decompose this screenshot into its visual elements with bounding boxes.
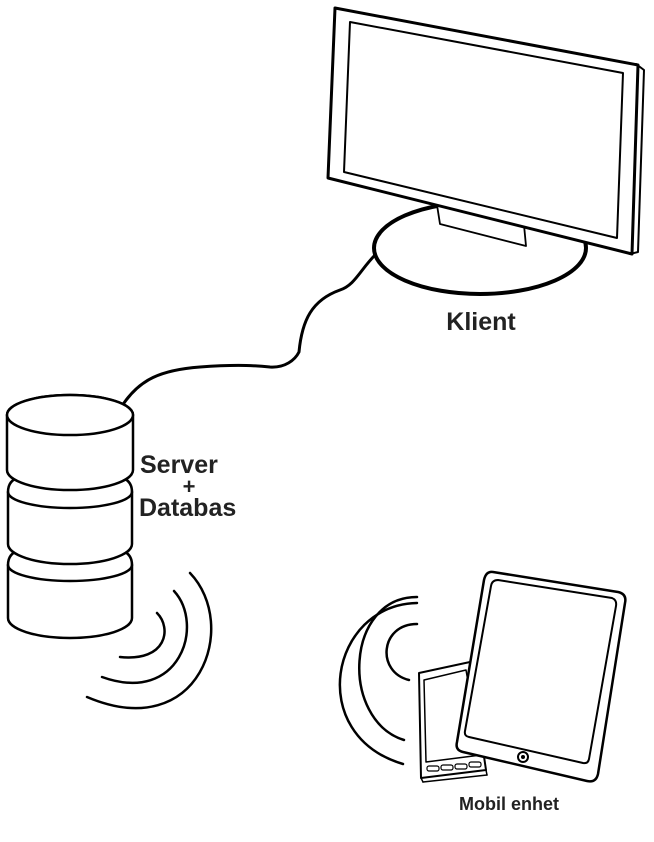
client-label: Klient xyxy=(446,308,516,336)
server-wave-small xyxy=(118,611,166,659)
mobile-wave-small xyxy=(385,622,419,682)
database-label: Databas xyxy=(139,494,236,522)
mobile-wave-large-visible xyxy=(338,601,419,766)
monitor-icon xyxy=(326,6,645,296)
server-label: Server xyxy=(140,451,218,479)
mobile-label: Mobil enhet xyxy=(459,794,559,814)
server-wifi-waves-icon xyxy=(85,571,213,710)
database-top xyxy=(5,393,135,437)
server-wave-large xyxy=(85,571,213,710)
mobile-wifi-waves-icon xyxy=(338,595,419,766)
phone-button-3 xyxy=(454,763,468,770)
phone-button-4 xyxy=(468,761,482,768)
server-plus-label: + xyxy=(183,474,196,499)
mobile-wave-medium xyxy=(358,595,419,742)
phone-button-1 xyxy=(426,765,440,772)
server-wave-medium xyxy=(100,589,189,685)
phone-button-2 xyxy=(440,764,454,771)
cable-connection xyxy=(122,252,378,405)
database-segment-2-rim xyxy=(6,490,134,510)
monitor-screen xyxy=(343,21,624,239)
database-segment-3-rim xyxy=(6,563,134,583)
tablet-phone-icon xyxy=(418,570,627,783)
tablet-icon xyxy=(455,570,627,783)
database-icon xyxy=(5,393,135,640)
